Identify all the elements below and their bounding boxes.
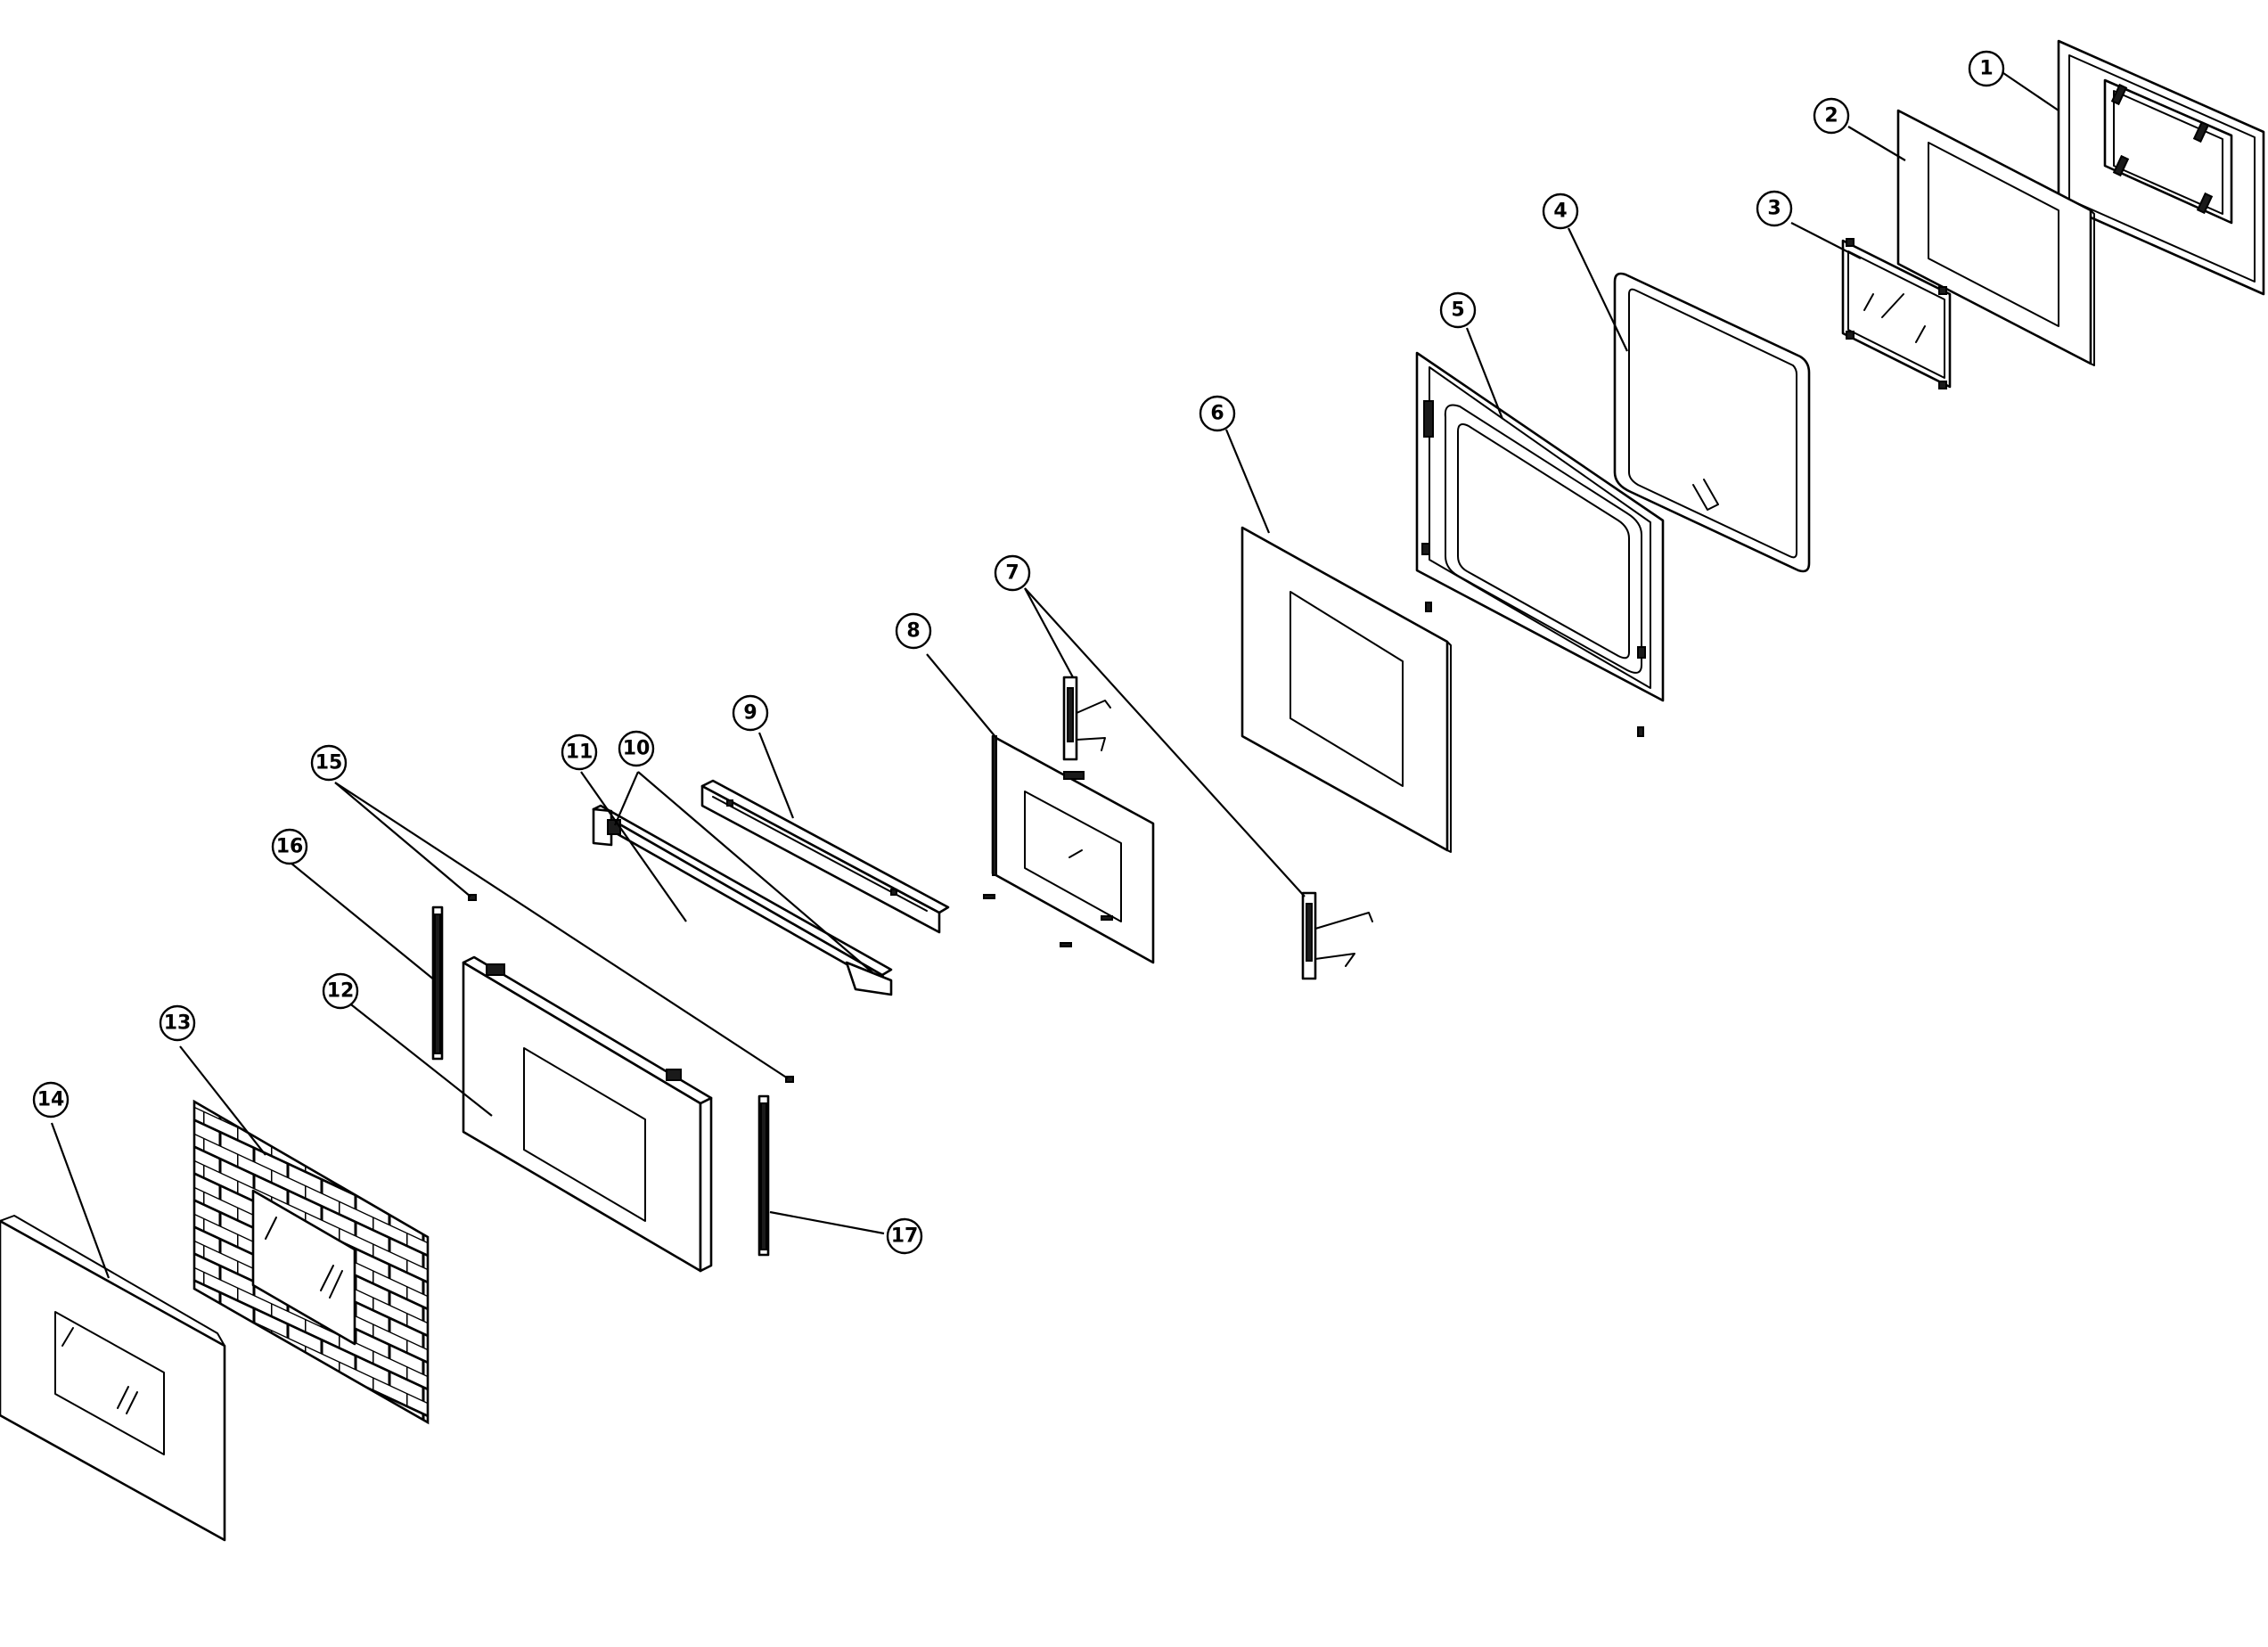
callout-label: 13 bbox=[164, 1012, 192, 1035]
callout-label: 10 bbox=[623, 738, 651, 760]
callout-8: 8 bbox=[895, 612, 932, 650]
part-9-top-channel bbox=[700, 779, 950, 934]
callout-label: 4 bbox=[1553, 201, 1567, 223]
callout-label: 1 bbox=[1979, 58, 1993, 80]
callout-13: 13 bbox=[159, 1004, 196, 1042]
callout-label: 16 bbox=[276, 836, 304, 858]
callout-label: 9 bbox=[743, 702, 757, 725]
callout-9: 9 bbox=[732, 694, 769, 732]
callout-7: 7 bbox=[994, 554, 1031, 592]
callout-11: 11 bbox=[561, 733, 598, 771]
callout-label: 12 bbox=[327, 980, 355, 1003]
callout-label: 5 bbox=[1451, 299, 1464, 322]
callout-16: 16 bbox=[271, 828, 308, 865]
callout-label: 6 bbox=[1210, 403, 1224, 425]
callout-label: 17 bbox=[891, 1225, 919, 1248]
part-10-11-bottom-channel bbox=[592, 804, 893, 996]
callout-15: 15 bbox=[310, 744, 348, 782]
callout-2: 2 bbox=[1813, 97, 1850, 135]
callout-label: 7 bbox=[1005, 562, 1019, 585]
callout-label: 14 bbox=[37, 1089, 65, 1111]
part-4-gasket bbox=[1613, 272, 1811, 573]
part-15-screws bbox=[468, 894, 794, 1083]
callout-label: 15 bbox=[315, 752, 343, 774]
callout-4: 4 bbox=[1542, 193, 1579, 230]
callout-5: 5 bbox=[1439, 291, 1477, 329]
callout-12: 12 bbox=[322, 972, 359, 1010]
part-14-outer-glass bbox=[0, 1215, 226, 1542]
part-17-right-trim bbox=[757, 1094, 770, 1257]
part-7-hinge-lower bbox=[1301, 891, 1373, 980]
callout-3: 3 bbox=[1756, 190, 1793, 227]
callout-label: 2 bbox=[1824, 105, 1838, 127]
callout-1: 1 bbox=[1968, 50, 2005, 87]
part-8-inner-panel bbox=[983, 734, 1155, 964]
part-5-inner-liner bbox=[1415, 351, 1665, 737]
part-3-window-insert bbox=[1841, 238, 1952, 389]
callout-17: 17 bbox=[886, 1217, 923, 1255]
callout-label: 3 bbox=[1767, 198, 1781, 220]
leader-lines bbox=[50, 72, 2059, 1279]
part-12-inner-door bbox=[462, 955, 713, 1273]
part-13-insulation bbox=[192, 1099, 430, 1425]
callout-10: 10 bbox=[618, 730, 655, 767]
callout-6: 6 bbox=[1199, 395, 1236, 432]
part-1-outer-frame bbox=[2054, 39, 2265, 296]
callout-label: 8 bbox=[906, 620, 920, 643]
part-7-hinge-upper bbox=[1062, 676, 1111, 761]
callout-14: 14 bbox=[32, 1081, 70, 1118]
callout-label: 11 bbox=[566, 742, 594, 764]
part-16-left-trim bbox=[431, 905, 444, 1061]
part-2-panel-frame bbox=[1896, 109, 2095, 366]
part-6-glass-panel bbox=[1240, 526, 1452, 853]
